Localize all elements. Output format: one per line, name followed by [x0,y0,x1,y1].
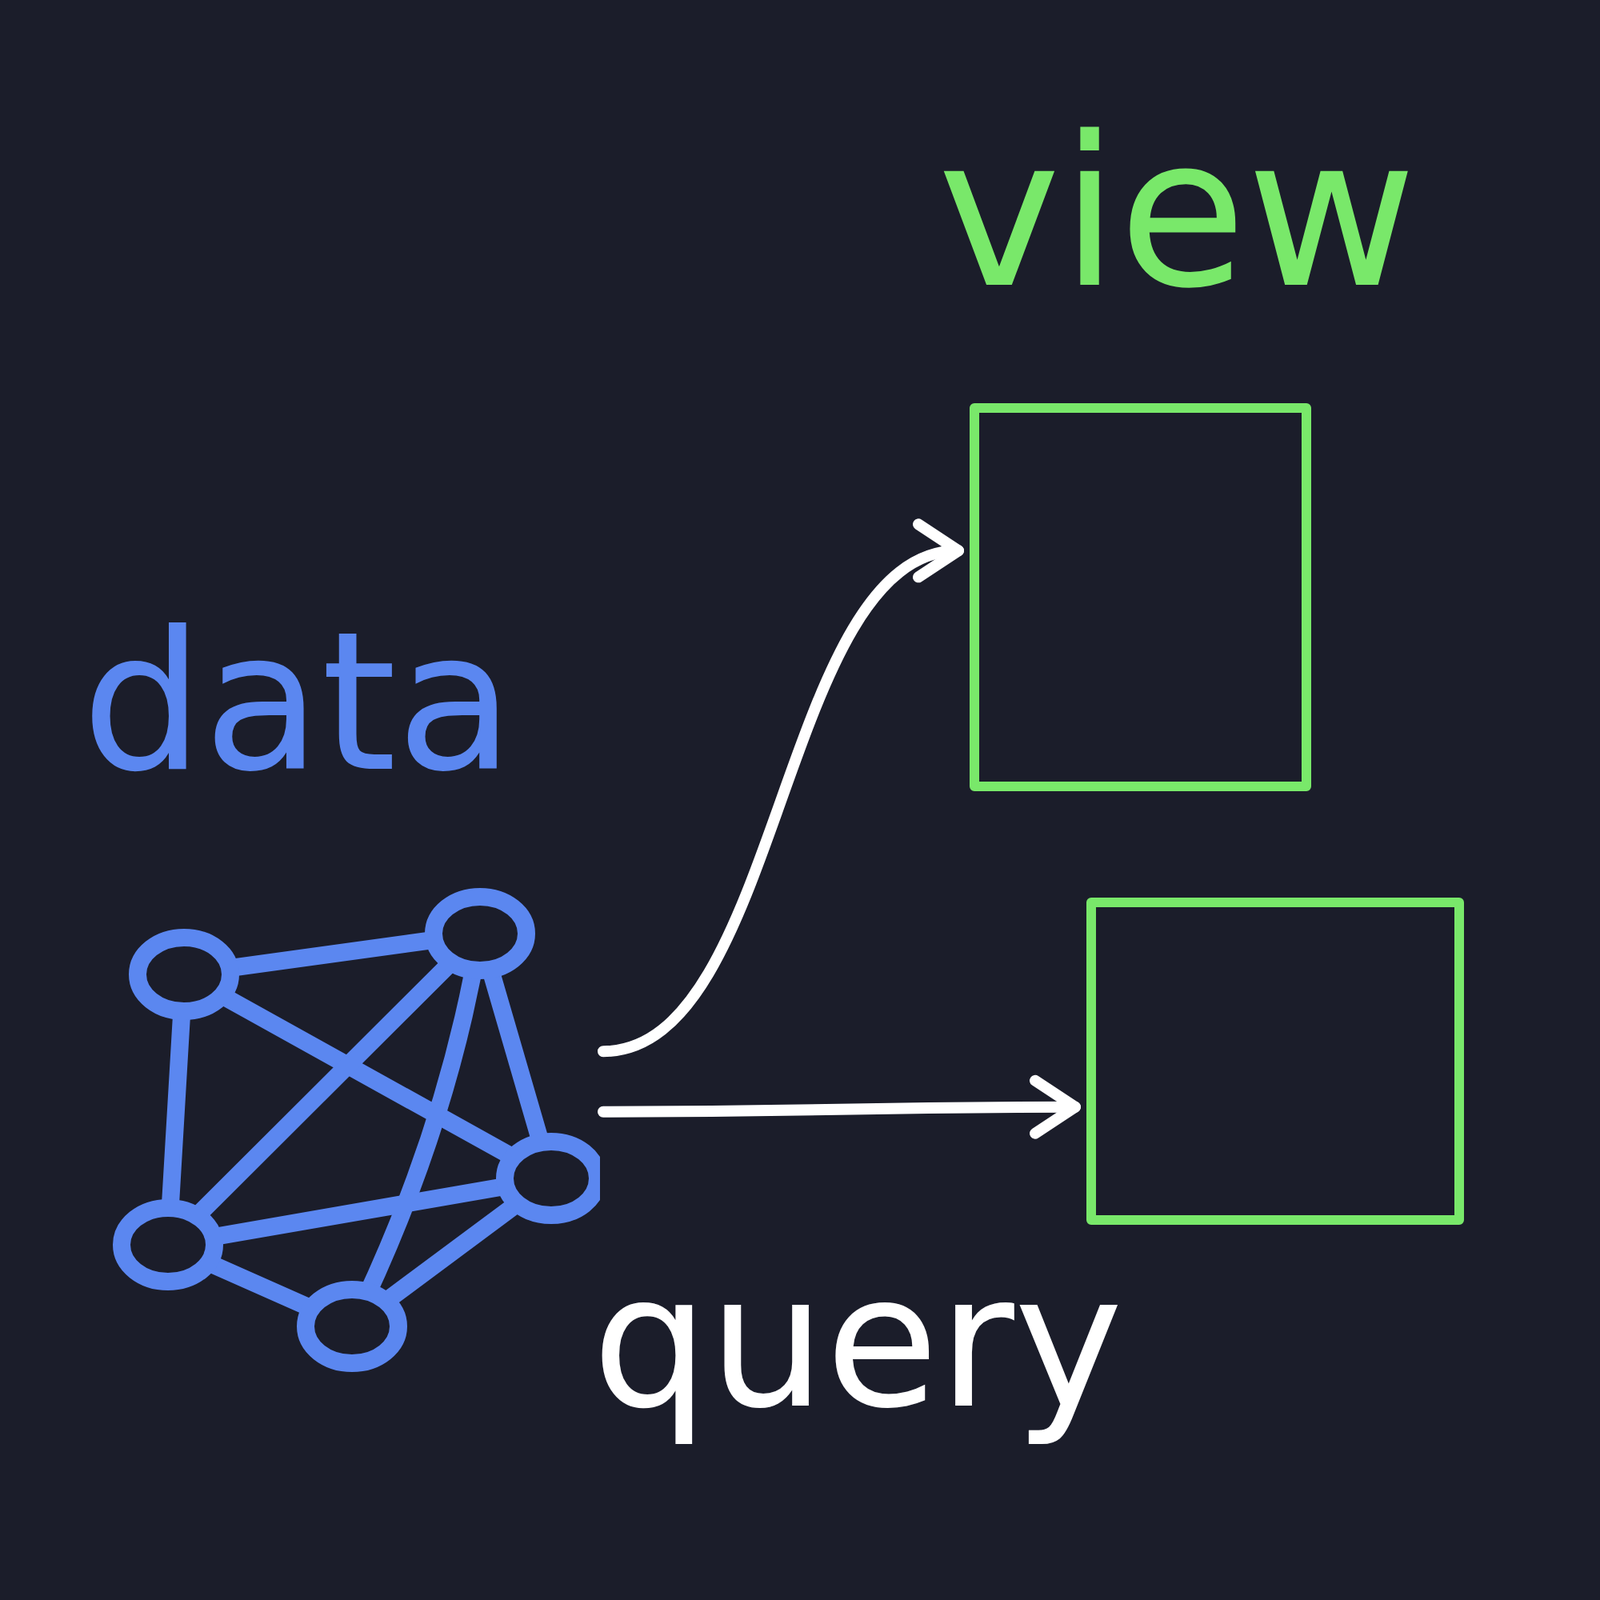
flow-arrow [603,550,959,1052]
edge-label: query [592,1250,1124,1435]
graph-link [168,1178,552,1245]
heading-text: view [937,108,1417,317]
flow-arrow [603,1107,1076,1112]
graph-illustration [88,880,600,1424]
heading-text: data [81,606,515,799]
data-cluster: data [88,880,600,1424]
graph-vertex [433,896,527,971]
graph-vertex [137,937,231,1012]
view-box [1086,897,1464,1225]
graph-vertex [504,1141,598,1216]
graph-link [352,933,480,1327]
graph-vertex [121,1208,215,1282]
view-box: view [969,403,1312,792]
graph-vertex [305,1289,399,1364]
